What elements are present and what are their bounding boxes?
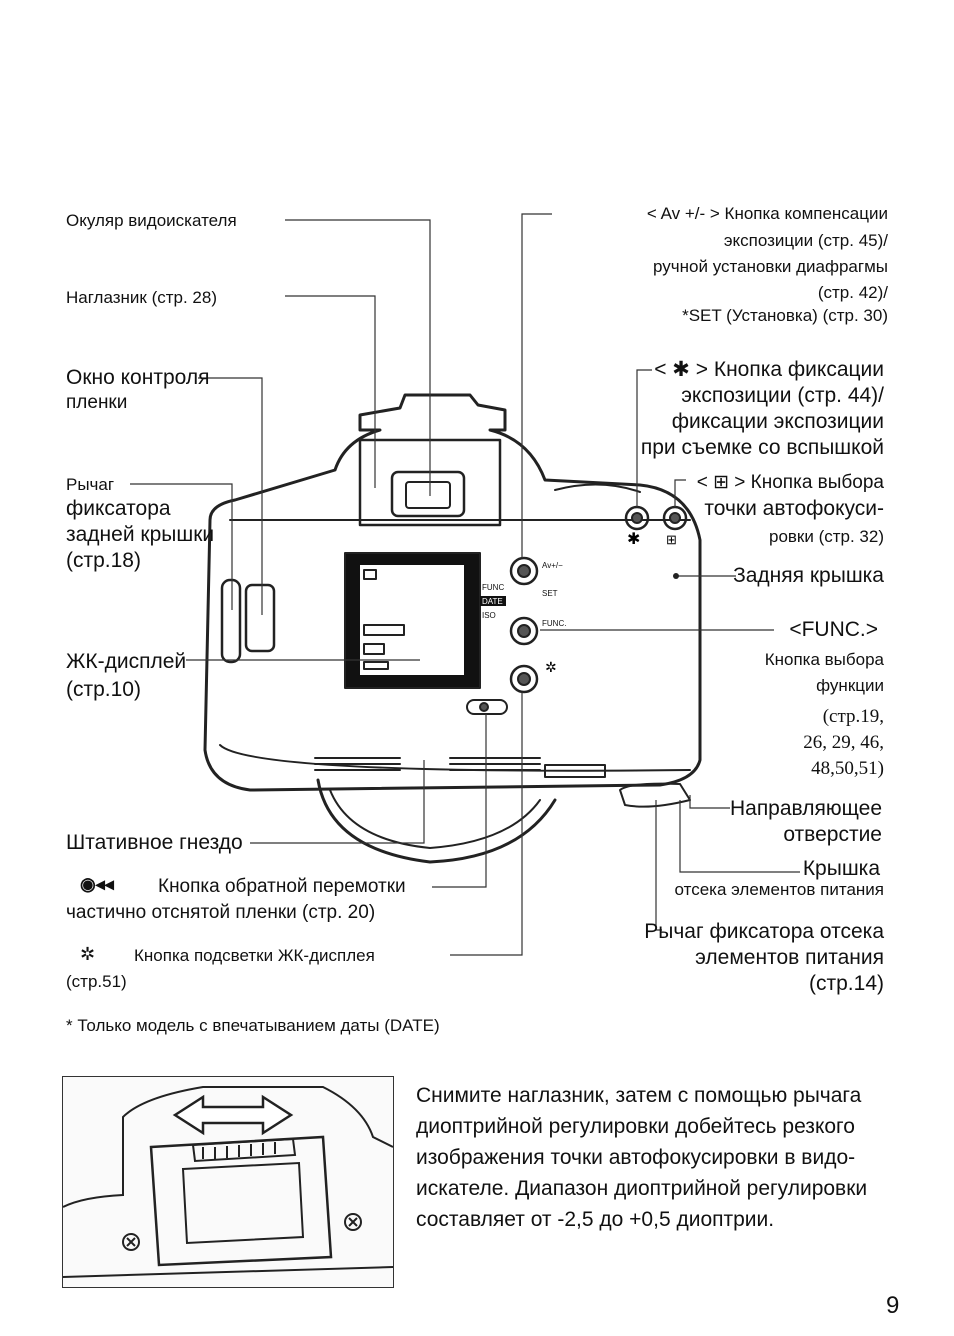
label-battery-latch-2: элементов питания [695,946,884,969]
label-func-4: (стр.19, [822,706,884,727]
label-back-latch-3: задней крышки [66,523,215,546]
label-back-latch-4: (стр.18) [66,549,141,572]
label-battery-cover-1: Крышка [802,857,880,880]
eyecup-drawing [62,1086,394,1278]
af-point-icon: < ⊞ > [696,472,751,493]
label-af-2: точки автофокуси- [704,497,884,520]
label-back-cover: Задняя крышка [733,564,884,587]
sun-icon: ✲ [80,944,96,964]
func-button-mark: FUNC. [542,619,566,628]
instruction-paragraph: Снимите наглазник, затем с помощью рычаг… [416,1080,894,1235]
label-av-3: ручной установки диафрагмы [653,257,888,276]
label-ae-2: экспозиции (стр. 44)/ [681,384,884,407]
date-mark: DATE [482,597,503,606]
label-ae-1: < ✱ > Кнопка фиксации [654,358,884,381]
label-battery-latch-3: (стр.14) [809,972,884,995]
label-av-2: экспозиции (стр. 45)/ [723,231,888,250]
ae-lock-asterisk-icon: ✱ [627,531,640,548]
set-mark: SET [542,589,558,598]
label-eyecup: Наглазник (стр. 28) [66,288,217,307]
label-func-2: Кнопка выбора [764,650,884,669]
label-guide-1: Направляющее [729,797,882,820]
label-tripod: Штативное гнездо [66,831,243,854]
label-back-latch-1: Рычаг [66,475,115,494]
sun-icon: ✲ [545,659,557,675]
page-number: 9 [886,1292,900,1319]
paragraph-line: составляет от -2,5 до +0,5 диоптрии. [416,1208,775,1231]
eyecup-removal-illustration [62,1076,394,1288]
ae-lock-icon: < ✱ > [654,358,714,381]
rewind-icon: ◉◂◂ [80,874,114,894]
label-battery-latch-1: Рычаг фиксатора отсека [644,920,884,943]
label-film-window-1: Окно контроля [66,366,210,389]
label-af-1: < ⊞ > Кнопка выбора [696,472,884,493]
label-battery-cover-2: отсека элементов питания [674,880,884,899]
label-ae-4: при съемке со вспышкой [640,436,884,459]
footnote: * Только модель с впечатыванием даты (DA… [66,1016,440,1035]
label-backlight-2: (стр.51) [66,972,127,991]
label-av-4: (стр. 42)/ [817,283,888,302]
paragraph-line: изображения точки автофокусировки в видо… [416,1146,856,1169]
paragraph-line: искателе. Диапазон диоптрийной регулиров… [416,1177,868,1200]
label-rewind-2: частично отснятой пленки (стр. 20) [66,902,376,923]
camera-back-diagram: FUNC DATE ISO Av+/− SET FUNC. ✱ ⊞ ✲ [130,213,800,956]
af-grid-icon: ⊞ [666,532,677,547]
label-func-1: <FUNC.> [789,618,878,641]
av-mark: Av+/− [542,561,563,570]
label-ae-3: фиксации экспозиции [671,410,884,433]
label-back-latch-2: фиксатора [66,497,171,520]
label-eyepiece: Окуляр видоискателя [66,211,237,230]
label-func-3: функции [816,676,884,695]
label-func-6: 48,50,51) [811,758,884,779]
label-backlight-1: Кнопка подсветки ЖК-дисплея [134,946,375,965]
label-rewind-1: Кнопка обратной перемотки [158,876,406,897]
label-av-1: < Av +/- > Кнопка компенсации [646,204,888,223]
label-guide-2: отверстие [783,823,882,846]
label-film-window-2: пленки [66,392,128,413]
paragraph-line: Снимите наглазник, затем с помощью рычаг… [416,1084,862,1107]
label-lcd-2: (стр.10) [66,678,141,701]
label-lcd-1: ЖК-дисплей [66,650,187,673]
func-mark: FUNC [482,583,504,592]
label-af-3: ровки (стр. 32) [768,527,884,546]
label-av-5: *SET (Установка) (стр. 30) [682,306,888,325]
double-arrow-icon [172,1094,294,1136]
iso-mark: ISO [482,611,496,620]
paragraph-line: диоптрийной регулировки добейтесь резког… [416,1115,855,1138]
label-func-5: 26, 29, 46, [803,732,884,753]
